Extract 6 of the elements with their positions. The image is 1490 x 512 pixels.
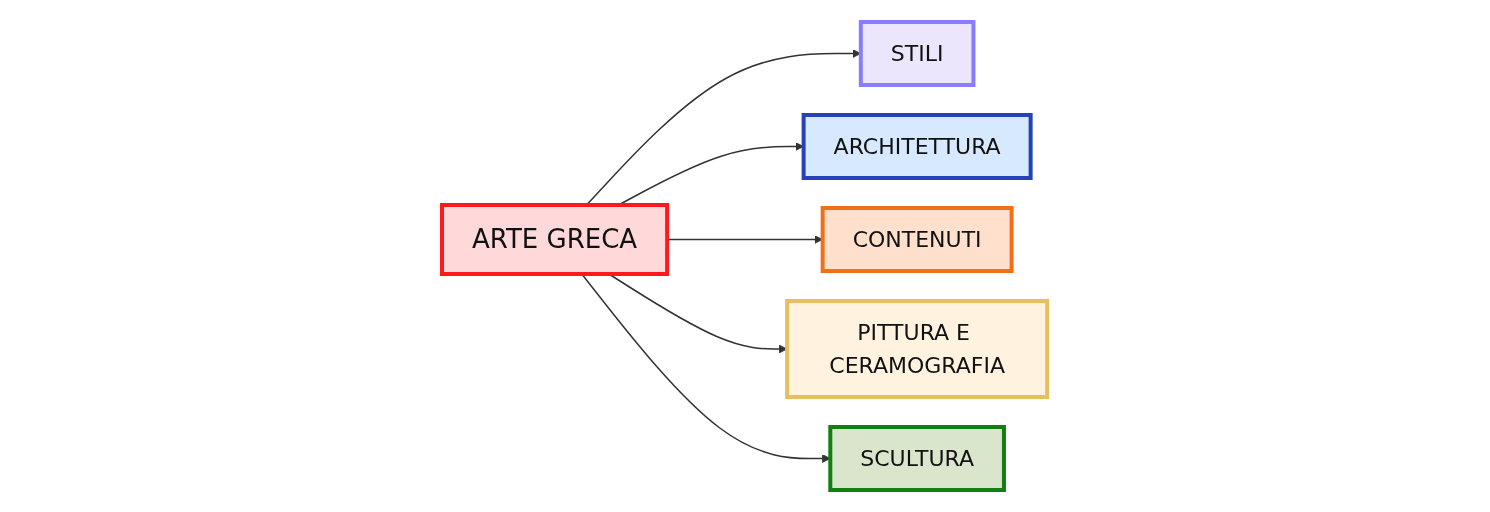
node-box: ARTE GRECA — [440, 203, 670, 276]
node-box: ARCHITETTURA — [802, 113, 1034, 180]
node-box: STILI — [859, 20, 976, 87]
node-box: CONTENUTI — [821, 206, 1015, 273]
node-box: PITTURA E CERAMOGRAFIA — [785, 299, 1050, 399]
node-box: SCULTURA — [828, 425, 1007, 492]
